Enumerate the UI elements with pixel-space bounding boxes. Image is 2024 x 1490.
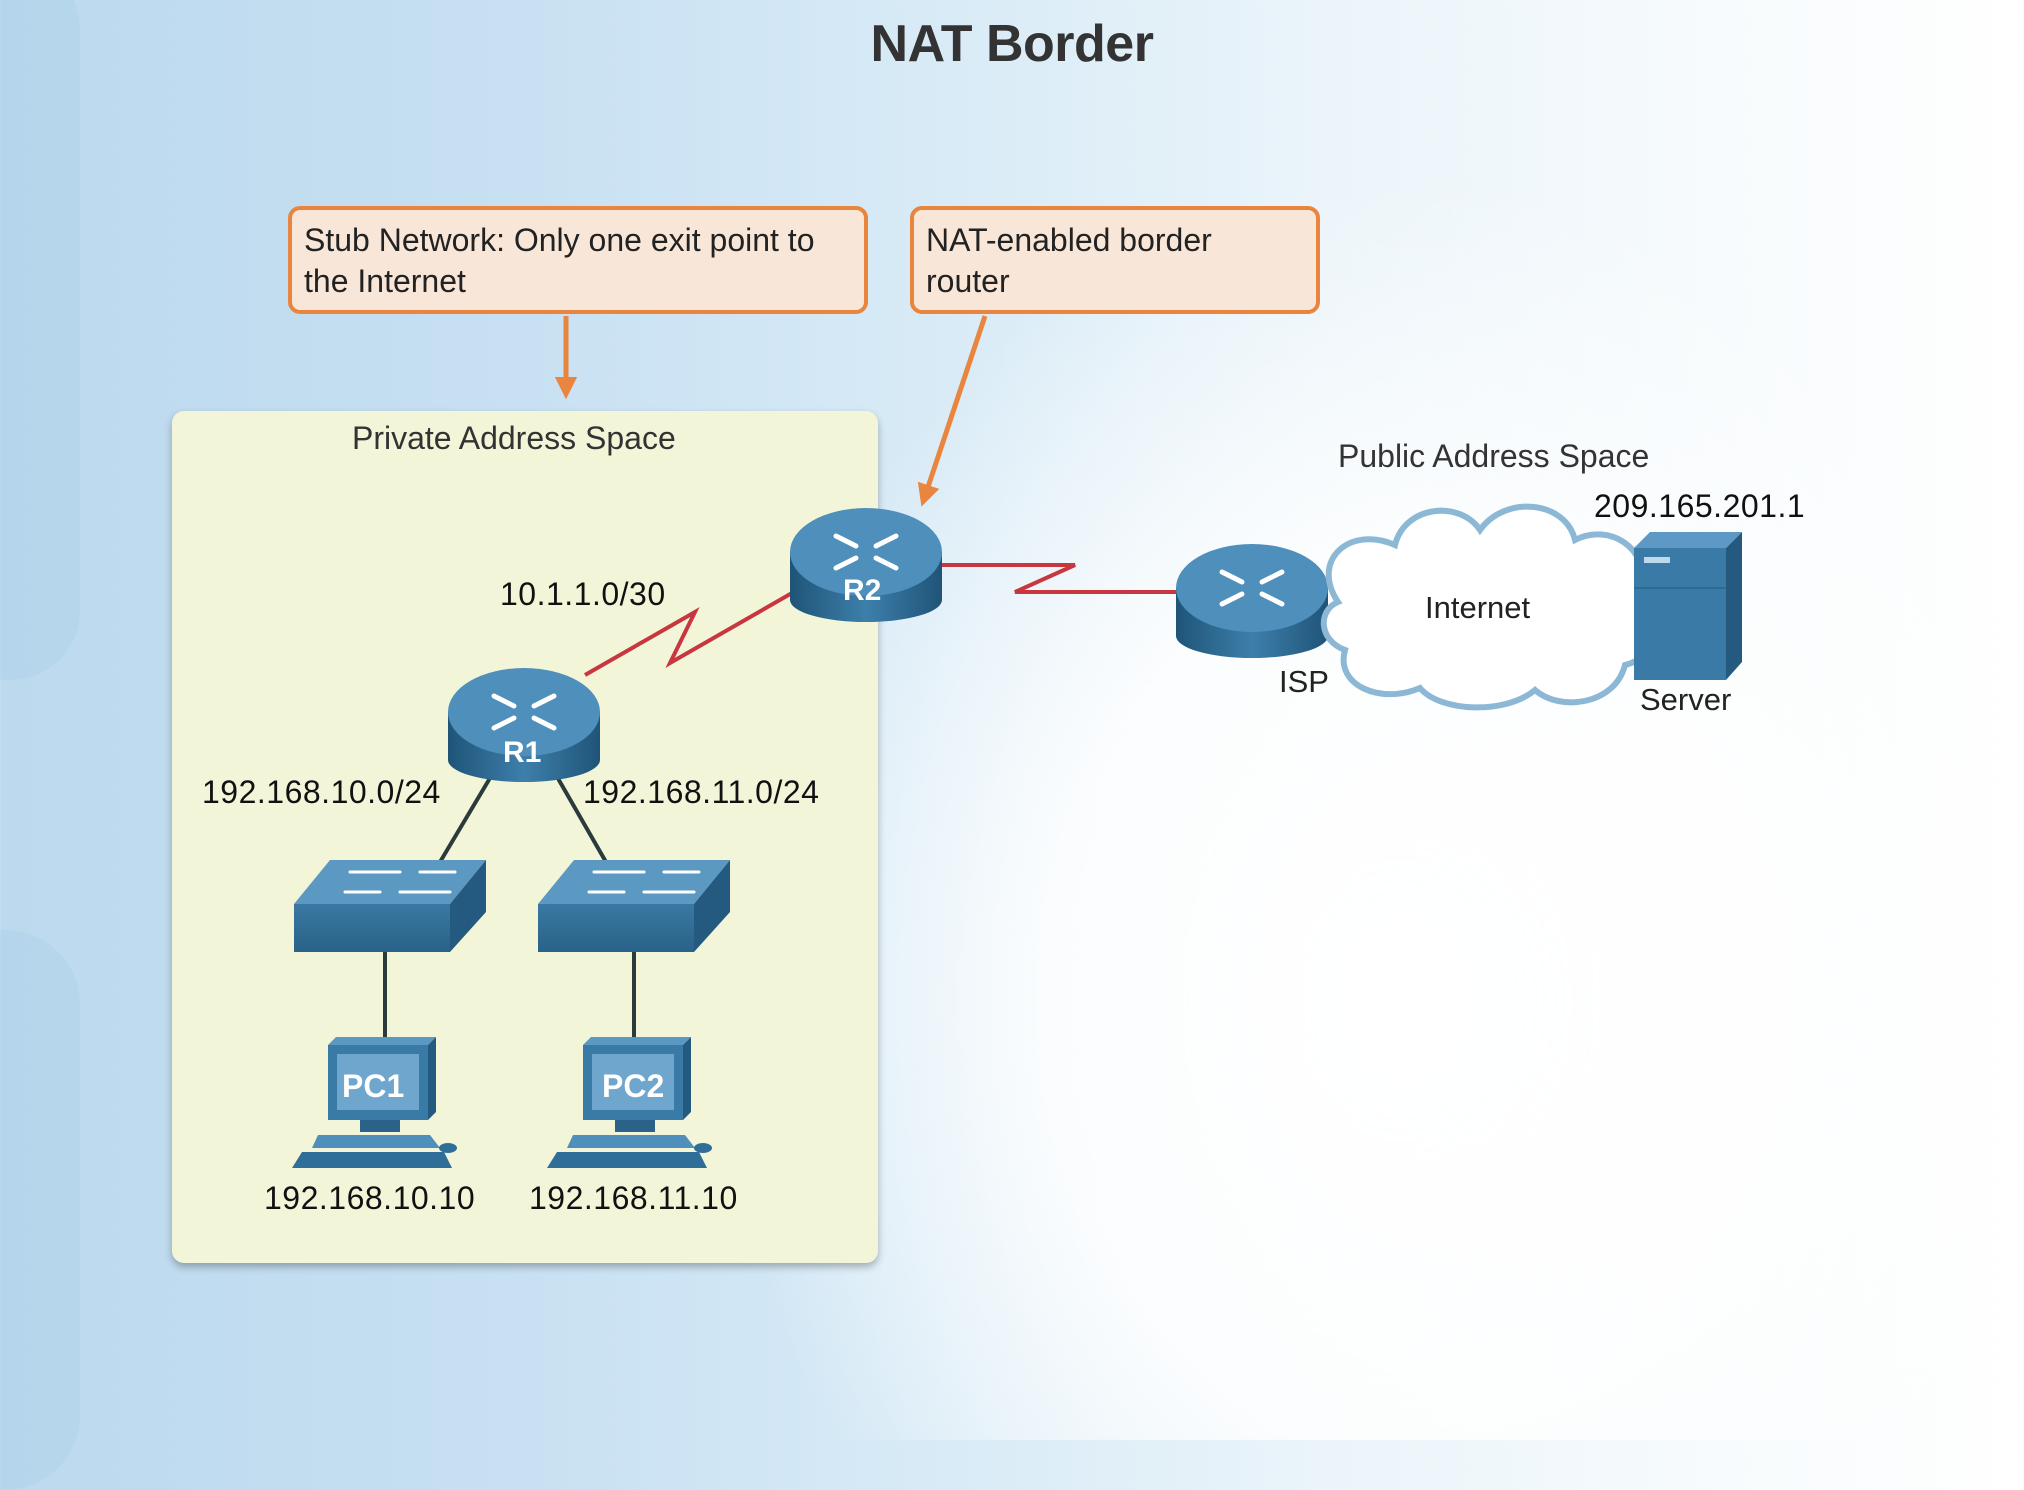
stub-network-callout: Stub Network: Only one exit point to the… (288, 206, 868, 314)
nat-router-callout: NAT-enabled border router (910, 206, 1320, 314)
private-address-space-area (172, 411, 878, 1263)
router-r1-icon (448, 668, 600, 782)
internet-label: Internet (1425, 590, 1531, 625)
r1-switch2-link (550, 767, 608, 863)
server-label: Server (1640, 682, 1732, 717)
background-shape (0, 0, 80, 680)
pc2-ip-address: 192.168.11.10 (529, 1180, 738, 1216)
r2-isp-serial-link (940, 563, 1178, 594)
page-title: NAT Border (870, 15, 1154, 73)
stub-network-callout-text: Stub Network: Only one exit point to the… (304, 222, 815, 299)
nat-router-callout-text: NAT-enabled border router (926, 222, 1212, 299)
server-ip-address: 209.165.201.1 (1594, 488, 1806, 524)
router-isp-icon (1176, 544, 1328, 658)
pc2-icon (547, 1037, 712, 1168)
pc1-ip-address: 192.168.10.10 (264, 1180, 476, 1216)
r1-r2-serial-link (584, 591, 793, 677)
r1-r2-link-address: 10.1.1.0/30 (500, 576, 666, 612)
server-icon (1634, 532, 1742, 680)
lan2-network-address: 192.168.11.0/24 (583, 774, 820, 810)
private-address-space-label: Private Address Space (352, 420, 676, 456)
switch-2-icon (538, 860, 730, 952)
isp-label: ISP (1279, 664, 1329, 699)
pc2-label: PC2 (602, 1068, 665, 1104)
network-topology (292, 315, 1742, 1168)
public-address-space-label: Public Address Space (1338, 438, 1650, 474)
r1-switch1-link (438, 766, 498, 864)
router-r2-icon (790, 508, 942, 622)
pc1-label: PC1 (342, 1068, 405, 1104)
background-shape (0, 930, 80, 1490)
r1-label: R1 (503, 736, 542, 769)
lan1-network-address: 192.168.10.0/24 (202, 774, 441, 810)
nat-router-arrow (917, 315, 988, 507)
r2-label: R2 (843, 574, 882, 607)
switch-1-icon (294, 860, 486, 952)
pc1-icon (292, 1037, 457, 1168)
